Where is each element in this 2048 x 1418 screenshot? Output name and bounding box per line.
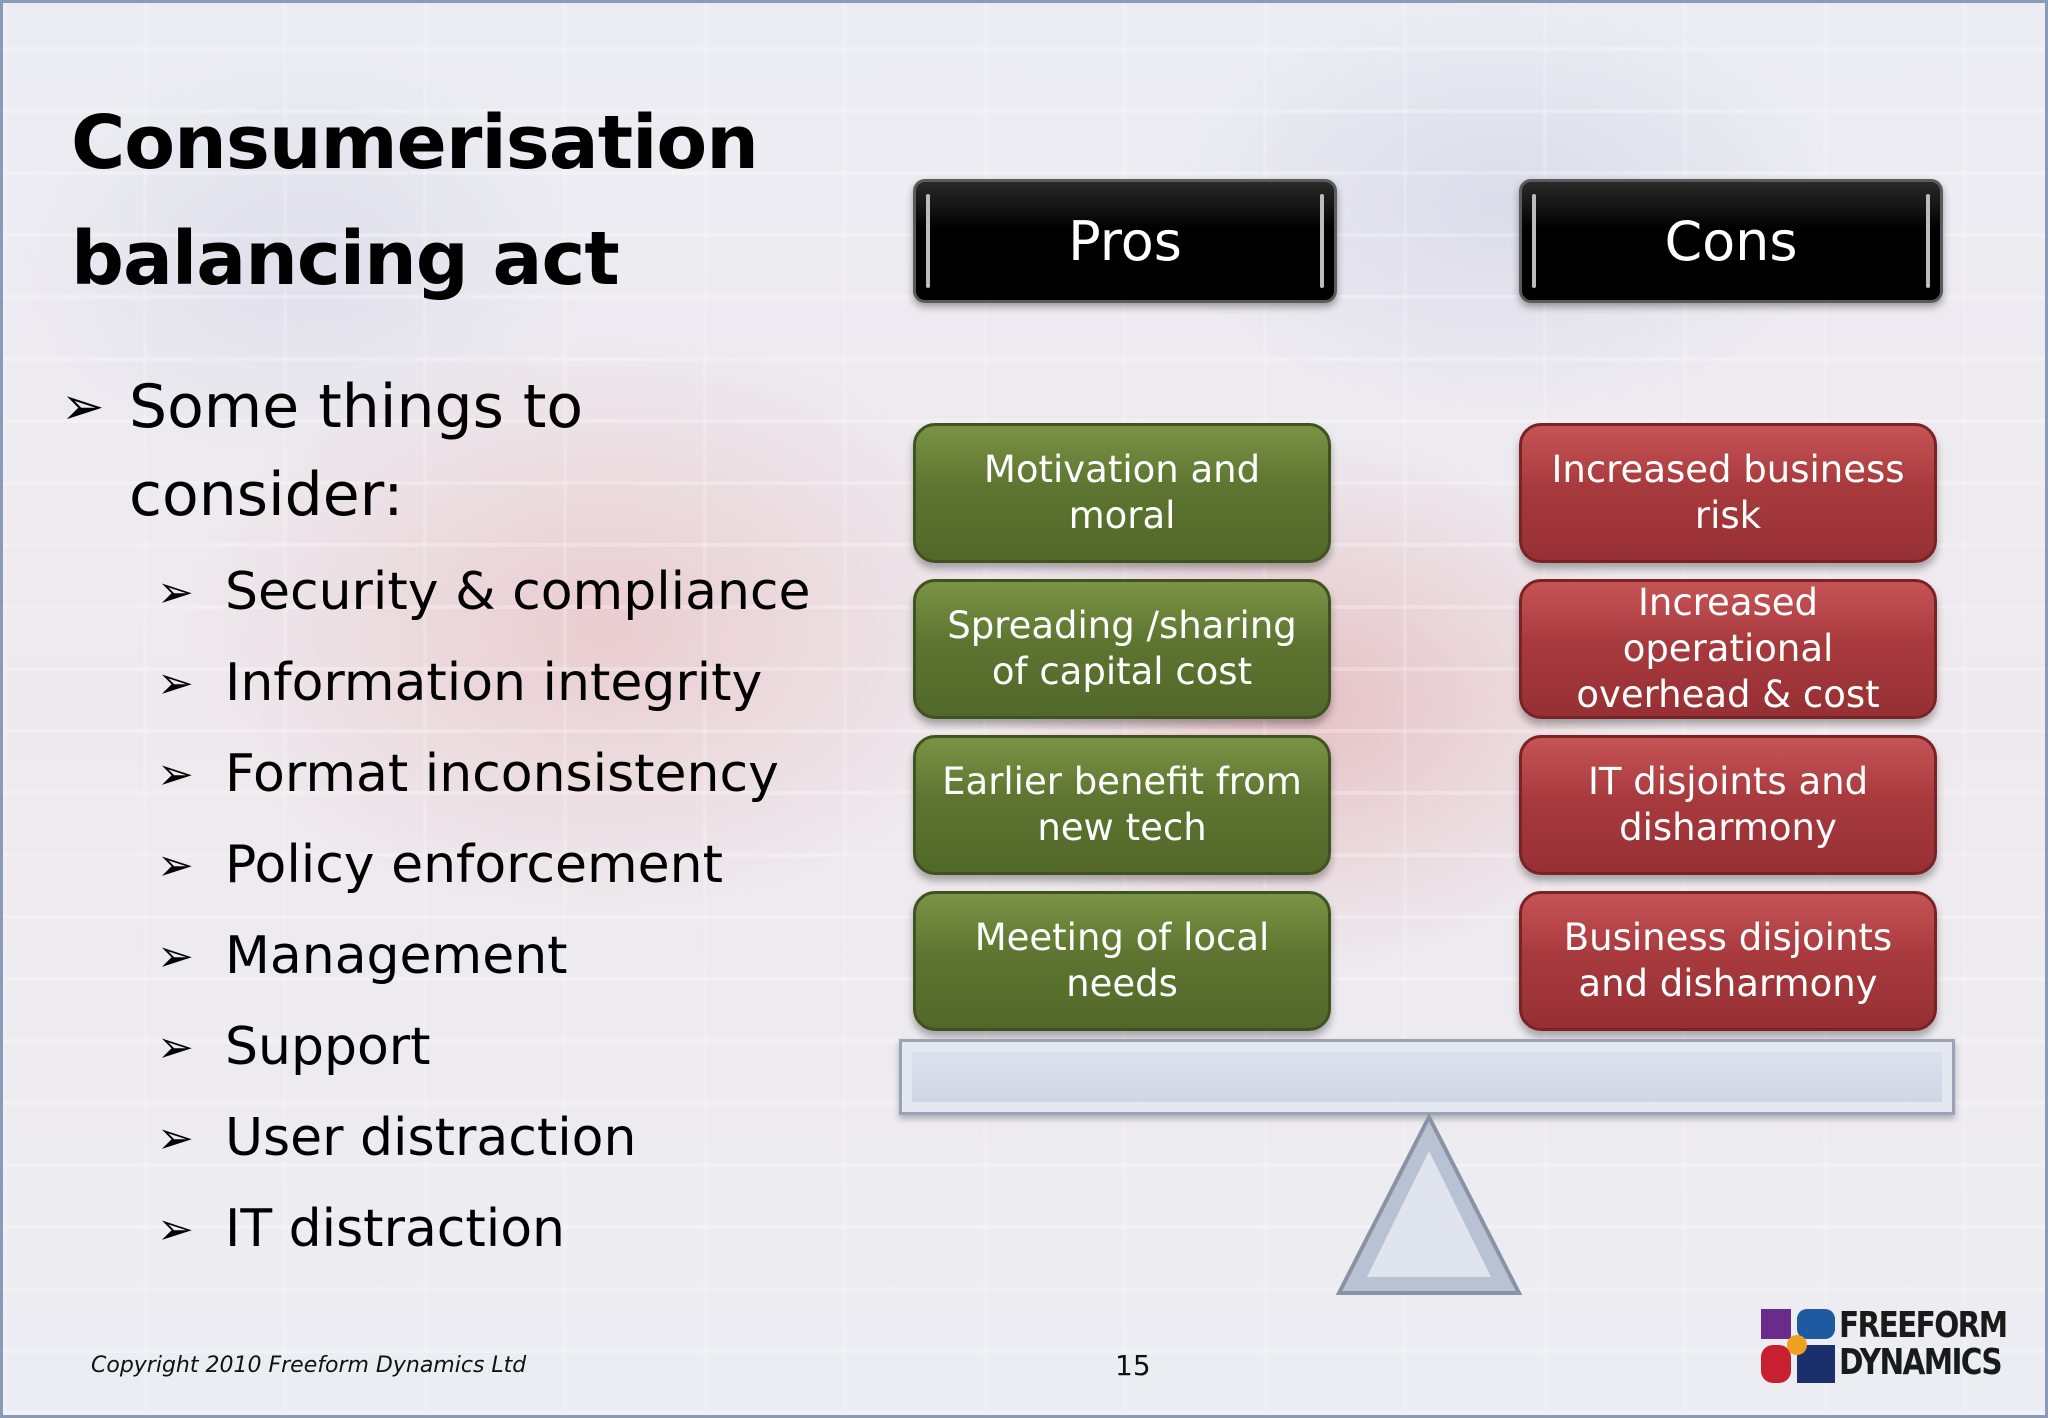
logo-line-1: FREEFORM bbox=[1839, 1305, 2008, 1346]
cons-header: Cons bbox=[1519, 179, 1943, 303]
slide-title: Consumerisation balancing act bbox=[71, 85, 831, 317]
consideration-item: ➢ Security & compliance bbox=[61, 547, 861, 638]
consideration-item: ➢ Policy enforcement bbox=[61, 820, 861, 911]
consideration-item: ➢ Information integrity bbox=[61, 638, 861, 729]
consideration-text: Support bbox=[225, 1017, 431, 1077]
consideration-text: Management bbox=[225, 926, 568, 986]
title-line-2: balancing act bbox=[71, 216, 620, 302]
con-card-text: IT disjoints and disharmony bbox=[1587, 760, 1869, 849]
pros-header-label: Pros bbox=[1068, 209, 1182, 273]
consideration-item: ➢ IT distraction bbox=[61, 1184, 861, 1275]
logo-wordmark: FREEFORM DYNAMICS bbox=[1839, 1305, 2008, 1383]
logo-mark-icon bbox=[1761, 1309, 1835, 1383]
pro-card-text: Spreading /sharing of capital cost bbox=[947, 604, 1297, 693]
con-card: Increased business risk bbox=[1519, 423, 1937, 563]
arrowhead-bullet-icon: ➢ bbox=[157, 1022, 194, 1073]
con-card: IT disjoints and disharmony bbox=[1519, 735, 1937, 875]
consideration-item: ➢ User distraction bbox=[61, 1093, 861, 1184]
consideration-text: Security & compliance bbox=[225, 562, 811, 622]
consideration-text: IT distraction bbox=[225, 1199, 566, 1259]
consideration-text: Format inconsistency bbox=[225, 744, 779, 804]
pro-card: Meeting of local needs bbox=[913, 891, 1331, 1031]
con-card-text: Increased operational overhead & cost bbox=[1576, 581, 1880, 716]
pro-card: Spreading /sharing of capital cost bbox=[913, 579, 1331, 719]
pros-header: Pros bbox=[913, 179, 1337, 303]
balance-beam bbox=[899, 1039, 1955, 1115]
freeform-dynamics-logo: FREEFORM DYNAMICS bbox=[1761, 1307, 2011, 1383]
page-number: 15 bbox=[1115, 1349, 1151, 1382]
intro-bullet-text: Some things to consider: bbox=[129, 372, 584, 530]
con-card-text: Business disjoints and disharmony bbox=[1563, 916, 1893, 1005]
con-card: Increased operational overhead & cost bbox=[1519, 579, 1937, 719]
arrowhead-bullet-icon: ➢ bbox=[157, 840, 194, 891]
intro-bullet: ➢ Some things to consider: bbox=[61, 363, 861, 539]
logo-line-2: DYNAMICS bbox=[1839, 1342, 2003, 1383]
consideration-text: Information integrity bbox=[225, 653, 763, 713]
pro-card: Motivation and moral bbox=[913, 423, 1331, 563]
bullet-list: ➢ Some things to consider: ➢ Security & c… bbox=[61, 363, 861, 1275]
arrowhead-bullet-icon: ➢ bbox=[157, 931, 194, 982]
balance-fulcrum-icon bbox=[1335, 1113, 1523, 1295]
pro-card-text: Motivation and moral bbox=[983, 448, 1261, 537]
consideration-item: ➢ Format inconsistency bbox=[61, 729, 861, 820]
arrowhead-bullet-icon: ➢ bbox=[157, 1204, 194, 1255]
consideration-text: Policy enforcement bbox=[225, 835, 723, 895]
arrowhead-bullet-icon: ➢ bbox=[61, 377, 105, 437]
arrowhead-bullet-icon: ➢ bbox=[157, 1113, 194, 1164]
consideration-item: ➢ Management bbox=[61, 911, 861, 1002]
arrowhead-bullet-icon: ➢ bbox=[157, 567, 194, 618]
pro-card-text: Earlier benefit from new tech bbox=[942, 760, 1302, 849]
arrowhead-bullet-icon: ➢ bbox=[157, 749, 194, 800]
consideration-item: ➢ Support bbox=[61, 1002, 861, 1093]
copyright-text: Copyright 2010 Freeform Dynamics Ltd bbox=[91, 1353, 527, 1378]
considerations-list: ➢ Security & compliance ➢ Information inte… bbox=[61, 547, 861, 1275]
cons-header-label: Cons bbox=[1664, 209, 1798, 273]
arrowhead-bullet-icon: ➢ bbox=[157, 658, 194, 709]
title-line-1: Consumerisation bbox=[71, 100, 759, 186]
con-card: Business disjoints and disharmony bbox=[1519, 891, 1937, 1031]
pro-card-text: Meeting of local needs bbox=[974, 916, 1270, 1005]
pro-card: Earlier benefit from new tech bbox=[913, 735, 1331, 875]
con-card-text: Increased business risk bbox=[1551, 448, 1905, 537]
consideration-text: User distraction bbox=[225, 1108, 637, 1168]
